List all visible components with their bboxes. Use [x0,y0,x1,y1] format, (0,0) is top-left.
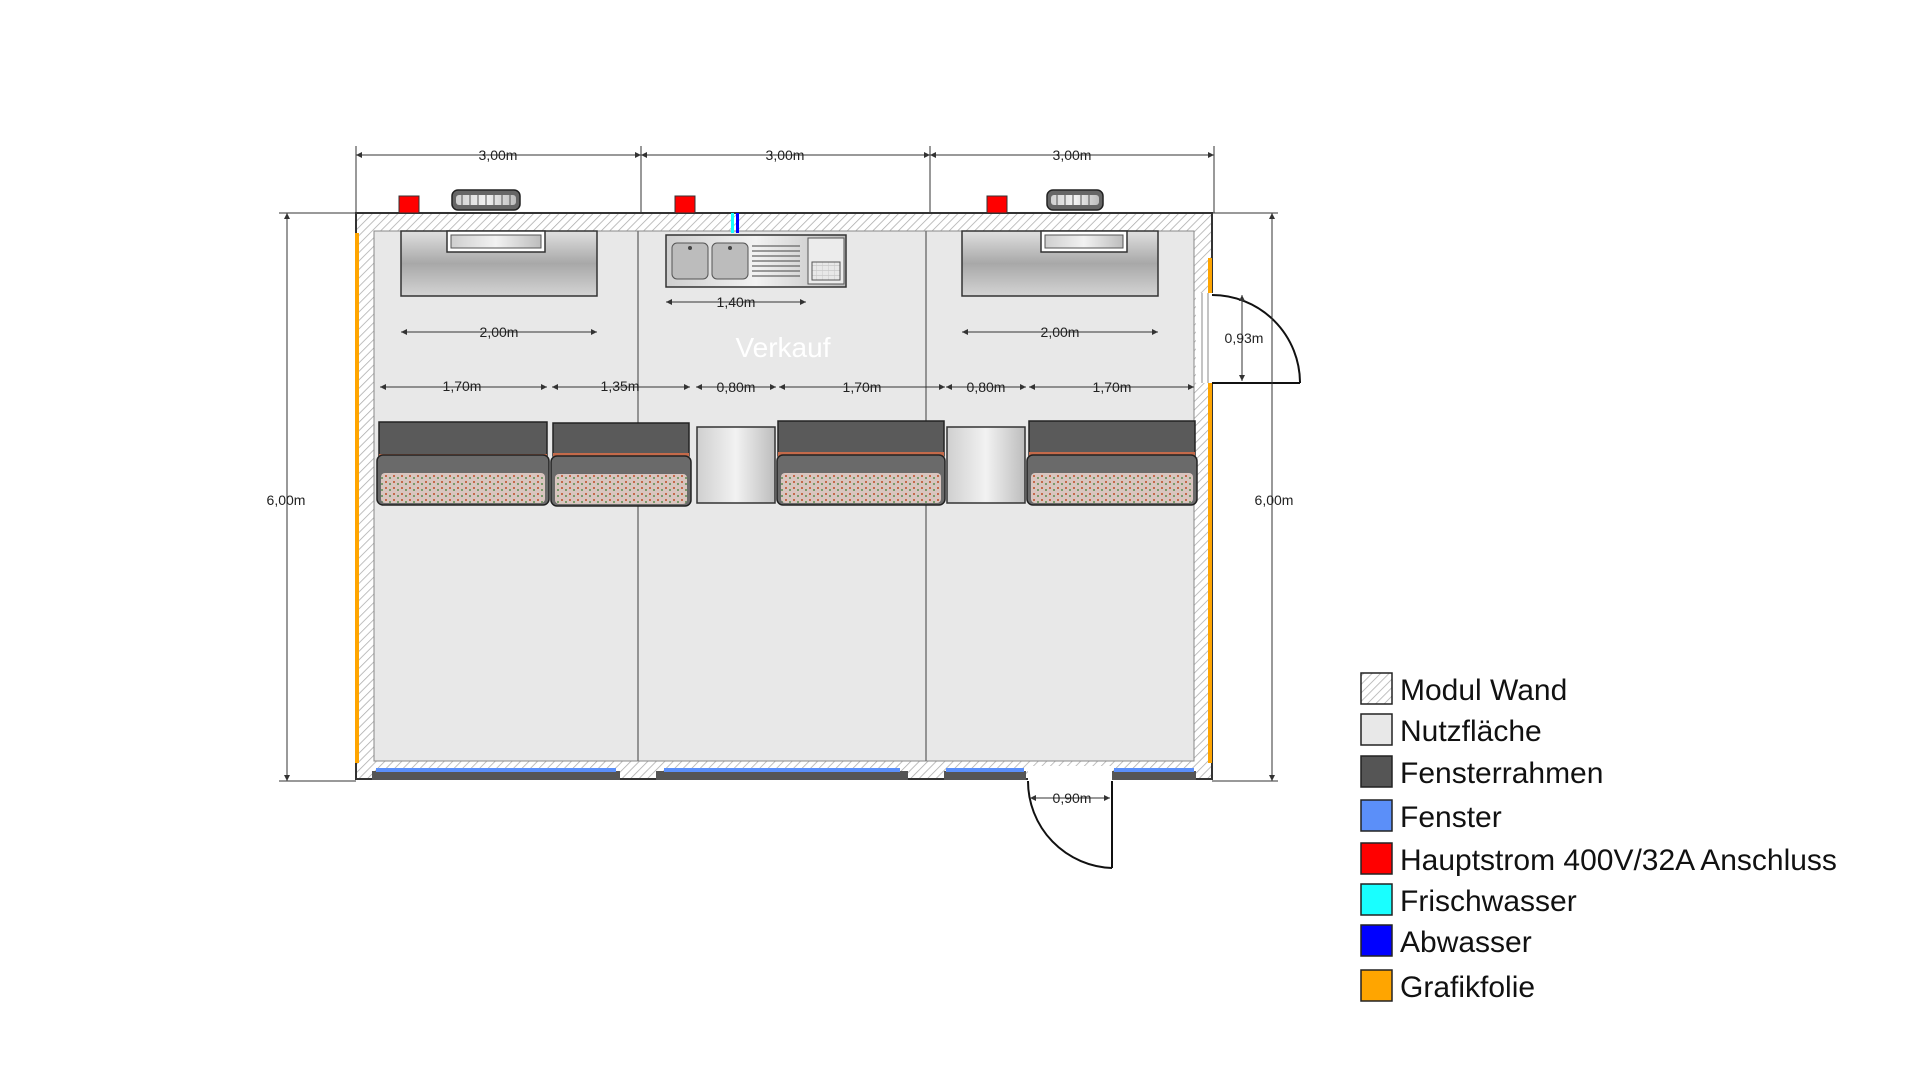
dim-sink: 1,40m [717,294,756,310]
side-door-opening [1196,293,1214,383]
dim-door-front: 0,90m [1053,790,1092,806]
window-bottom-3 [944,768,1026,780]
display-counter-1 [376,421,550,506]
counter-left [400,230,598,297]
window-bottom-2 [656,768,908,780]
legend-swatch-window [1360,799,1393,832]
dim-display-1: 1,70m [443,378,482,394]
legend-label-window: Fenster [1400,801,1502,834]
vent-left [451,189,521,211]
room-label: Verkauf [736,332,831,363]
window-bottom-1 [372,768,620,780]
cabinet-1 [696,426,776,504]
legend: Modul Wand Nutzfläche Fensterrahmen Fens… [1360,672,1837,1004]
legend-swatch-waste-water [1360,924,1393,957]
legend-swatch-wall [1360,672,1393,705]
cabinet-2 [946,426,1026,504]
legend-label-power: Hauptstrom 400V/32A Anschluss [1400,844,1837,877]
legend-label-floor: Nutzfläche [1400,715,1542,748]
dim-cabinet-1: 0,80m [717,379,756,395]
dim-module-2: 3,00m [766,147,805,163]
fresh-water-line [731,213,734,233]
graphic-foil-left [355,233,359,763]
graphic-foil-right [1208,258,1212,763]
legend-swatch-floor [1360,713,1393,746]
legend-swatch-graphic-foil [1360,969,1393,1002]
dim-height-left: 6,00m [267,492,306,508]
power-connector-3 [986,195,1008,214]
front-door [1027,780,1113,869]
legend-label-wall: Modul Wand [1400,674,1567,707]
power-connector-2 [674,195,696,214]
power-connector-1 [398,195,420,214]
legend-swatch-window-frame [1360,755,1393,788]
dim-module-3: 3,00m [1053,147,1092,163]
dim-door-side: 0,93m [1225,330,1264,346]
legend-label-waste-water: Abwasser [1400,926,1532,959]
dim-height-right: 6,00m [1255,492,1294,508]
legend-swatch-fresh-water [1360,883,1393,916]
window-bottom-4 [1112,768,1196,780]
dim-display-3: 1,70m [843,379,882,395]
legend-label-window-frame: Fensterrahmen [1400,757,1603,790]
legend-label-fresh-water: Frischwasser [1400,885,1577,918]
dim-display-4: 1,70m [1093,379,1132,395]
display-counter-4 [1026,420,1198,506]
dim-counter-right: 2,00m [1041,324,1080,340]
front-door-opening [1028,766,1112,781]
display-counter-2 [550,422,692,507]
display-counter-3 [776,420,946,506]
dim-display-2: 1,35m [601,378,640,394]
legend-label-graphic-foil: Grafikfolie [1400,971,1535,1004]
legend-swatch-power [1360,842,1393,875]
dim-counter-left: 2,00m [480,324,519,340]
dim-cabinet-2: 0,80m [967,379,1006,395]
counter-right [961,230,1159,297]
waste-water-line [736,213,739,233]
dim-module-1: 3,00m [479,147,518,163]
sink-unit [665,234,847,288]
vent-right [1046,189,1104,211]
